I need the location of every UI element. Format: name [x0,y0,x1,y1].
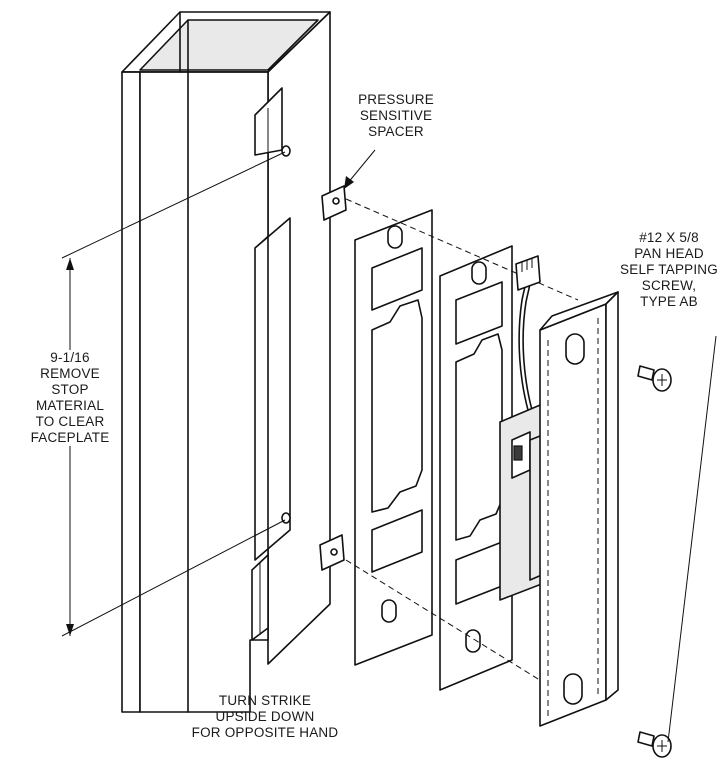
dimension-label-line: 9-1/16 [50,350,90,365]
faceplate-spacer-rear [354,209,433,666]
pan-head-screw-icon [637,731,672,758]
pan-head-screw-icon [637,365,672,392]
dimension-label-line: TO CLEAR [35,414,105,429]
turn-strike-label-line: TURN STRIKE [218,693,312,708]
dimension-label-line: REMOVE [40,366,100,381]
screw-label-line: SELF TAPPING [620,262,718,277]
screw-label-line: #12 X 5/8 [639,230,699,245]
dimension-label: 9-1/16 REMOVE STOP MATERIAL TO CLEAR FAC… [28,350,112,446]
turn-strike-label: TURN STRIKE UPSIDE DOWN FOR OPPOSITE HAN… [185,693,345,741]
dimension-label-line: FACEPLATE [30,430,110,445]
screw-label-line: TYPE AB [640,294,698,309]
spacer-label-line: SPACER [368,124,424,139]
spacer-label: PRESSURE SENSITIVE SPACER [336,92,456,140]
spacer-pad-icon [319,185,347,571]
dimension-label-line: STOP [51,382,89,397]
screw-label: #12 X 5/8 PAN HEAD SELF TAPPING SCREW, T… [610,230,728,310]
screw-label-line: SCREW, [641,278,697,293]
electric-strike-icon [499,291,619,727]
turn-strike-label-line: UPSIDE DOWN [215,709,315,724]
dimension-lines [61,151,286,637]
dimension-label-line: MATERIAL [35,398,105,413]
screw-label-line: PAN HEAD [634,246,704,261]
spacer-label-line: SENSITIVE [359,108,433,123]
turn-strike-label-line: FOR OPPOSITE HAND [191,725,339,740]
wire-connector-icon [515,255,541,411]
door-frame-box [121,11,331,713]
faceplate-spacer-front [439,245,513,691]
spacer-label-line: PRESSURE [358,92,434,107]
